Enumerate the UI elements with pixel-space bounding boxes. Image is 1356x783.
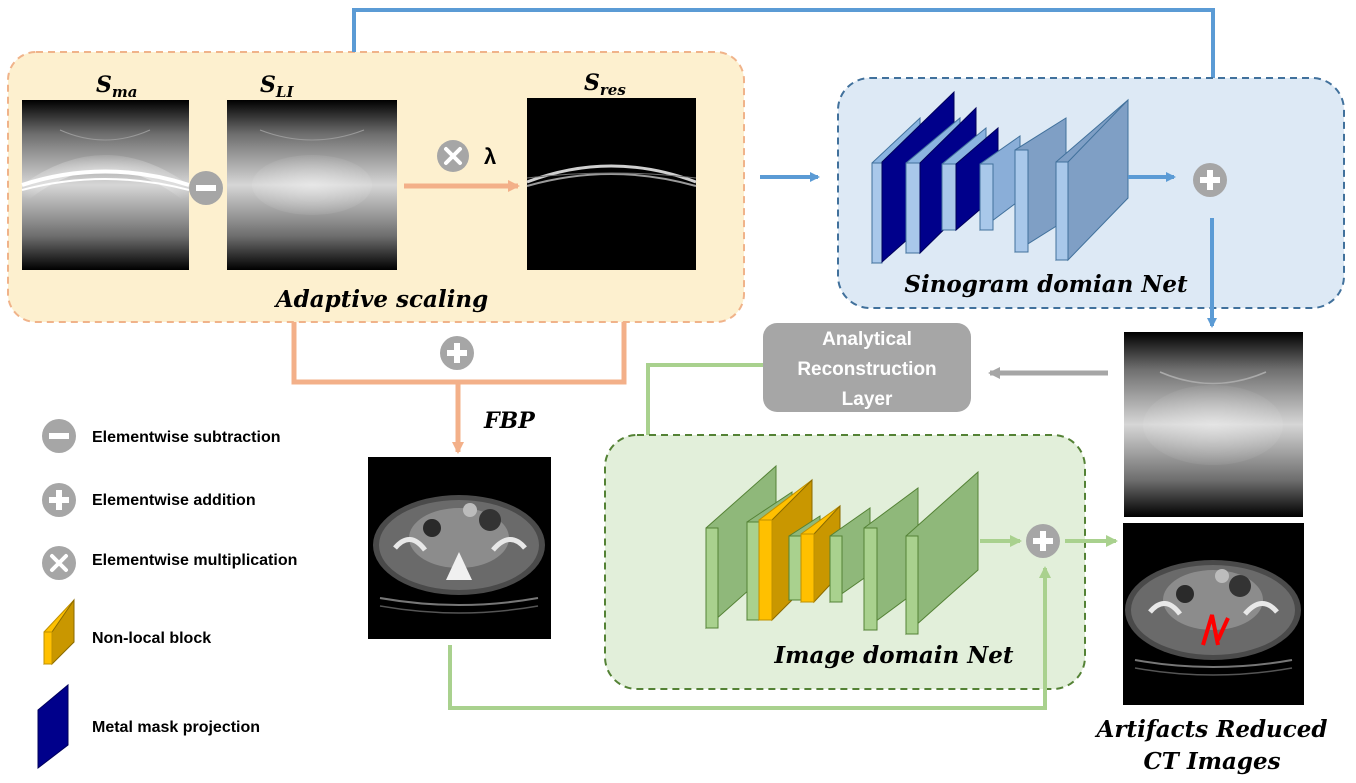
legend-metal-mask-label: Metal mask projection [92, 719, 260, 736]
image-net-layers [705, 464, 979, 636]
analytical-layer-line1: Analytical [822, 329, 912, 350]
s-res-sinogram-image [526, 98, 697, 270]
green-skip-path [448, 566, 1051, 710]
corrected-sinogram-image [1124, 332, 1303, 517]
metal-artifact-marker [1201, 614, 1230, 646]
s-ma-label: Sma [96, 72, 137, 101]
sinogram-addition-op-icon [1193, 163, 1227, 197]
image-net-title: Image domain Net [773, 642, 1014, 669]
sinogram-net-layers [871, 90, 1129, 265]
adaptive-scaling-title: Adaptive scaling [274, 286, 488, 313]
multiplication-op-icon [437, 140, 469, 172]
image-addition-op-icon [1026, 524, 1060, 558]
s-li-label: SLI [260, 72, 294, 101]
legend-subtraction-label: Elementwise subtraction [92, 429, 281, 446]
output-label-line1: Artifacts Reduced [1095, 716, 1328, 743]
skip-connection-blue [352, 8, 1218, 140]
legend-addition-label: Elementwise addition [92, 492, 256, 509]
legend: Elementwise subtraction Elementwise addi… [37, 419, 297, 770]
lambda-label: λ [484, 144, 496, 169]
legend-addition-icon [42, 483, 76, 517]
legend-nonlocal-label: Non-local block [92, 630, 211, 647]
legend-multiplication-label: Elementwise multiplication [92, 552, 297, 569]
analytical-layer-line2: Reconstruction [797, 359, 936, 380]
fbp-ct-image [368, 457, 551, 639]
fbp-label: FBP [483, 408, 536, 434]
s-res-label: Sres [584, 70, 626, 99]
output-label-line2: CT Images [1143, 748, 1280, 775]
analytical-layer-line3: Layer [842, 389, 893, 410]
output-ct-image [1123, 523, 1304, 705]
legend-nonlocal-block-icon [43, 598, 75, 666]
legend-subtraction-icon [42, 419, 76, 453]
adaptive-addition-op-icon [440, 336, 474, 370]
legend-metal-mask-icon [37, 683, 69, 770]
analytical-reconstruction-layer [763, 323, 971, 412]
legend-multiplication-icon [42, 546, 76, 580]
sinogram-net-title: Sinogram domian Net [904, 271, 1188, 298]
s-ma-sinogram-image [21, 100, 190, 270]
subtraction-op-icon [189, 171, 223, 205]
s-li-sinogram-image [227, 100, 397, 270]
